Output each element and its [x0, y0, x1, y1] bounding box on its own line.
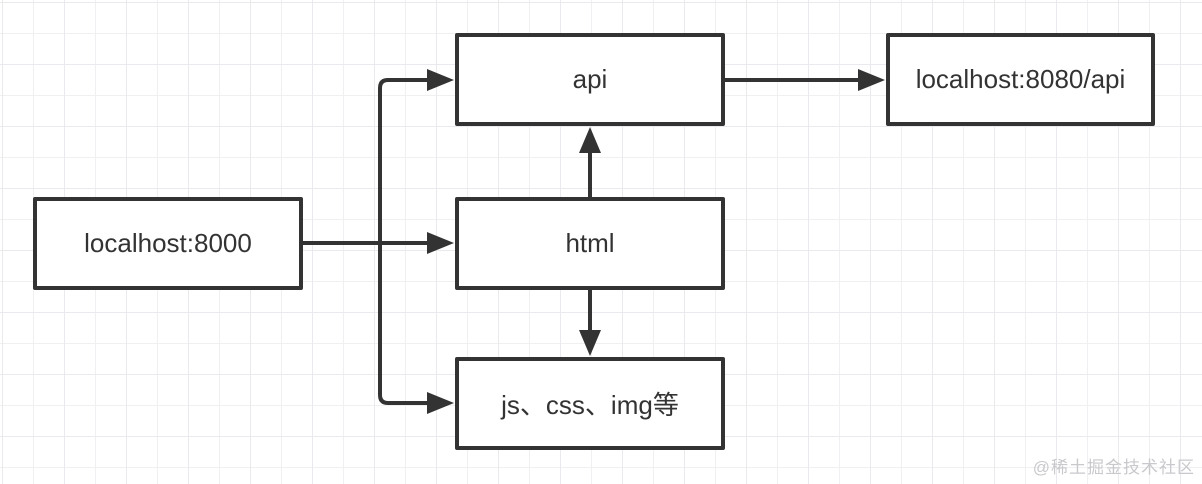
- arrowhead-up-into-api: [579, 127, 601, 153]
- arrowhead-into-api: [427, 69, 454, 91]
- node-assets: js、css、img等: [455, 357, 725, 450]
- arrowhead-into-html: [427, 232, 454, 254]
- edge-8000-branch: [378, 78, 427, 405]
- node-html: html: [455, 197, 725, 290]
- arrowhead-into-8080: [858, 69, 885, 91]
- arrowhead-into-assets: [427, 392, 454, 414]
- node-api-label: api: [572, 64, 608, 94]
- node-api: api: [455, 33, 725, 126]
- watermark: @稀土掘金技术社区: [1032, 458, 1195, 477]
- node-assets-label: js、css、img等: [501, 390, 679, 420]
- node-localhost-8080-api: localhost:8080/api: [886, 33, 1155, 126]
- node-localhost-8000-label: localhost:8000: [84, 228, 252, 258]
- arrowhead-down-into-assets: [579, 330, 601, 356]
- node-html-label: html: [565, 228, 615, 258]
- node-localhost-8080-api-label: localhost:8080/api: [915, 64, 1126, 94]
- node-localhost-8000: localhost:8000: [33, 197, 303, 290]
